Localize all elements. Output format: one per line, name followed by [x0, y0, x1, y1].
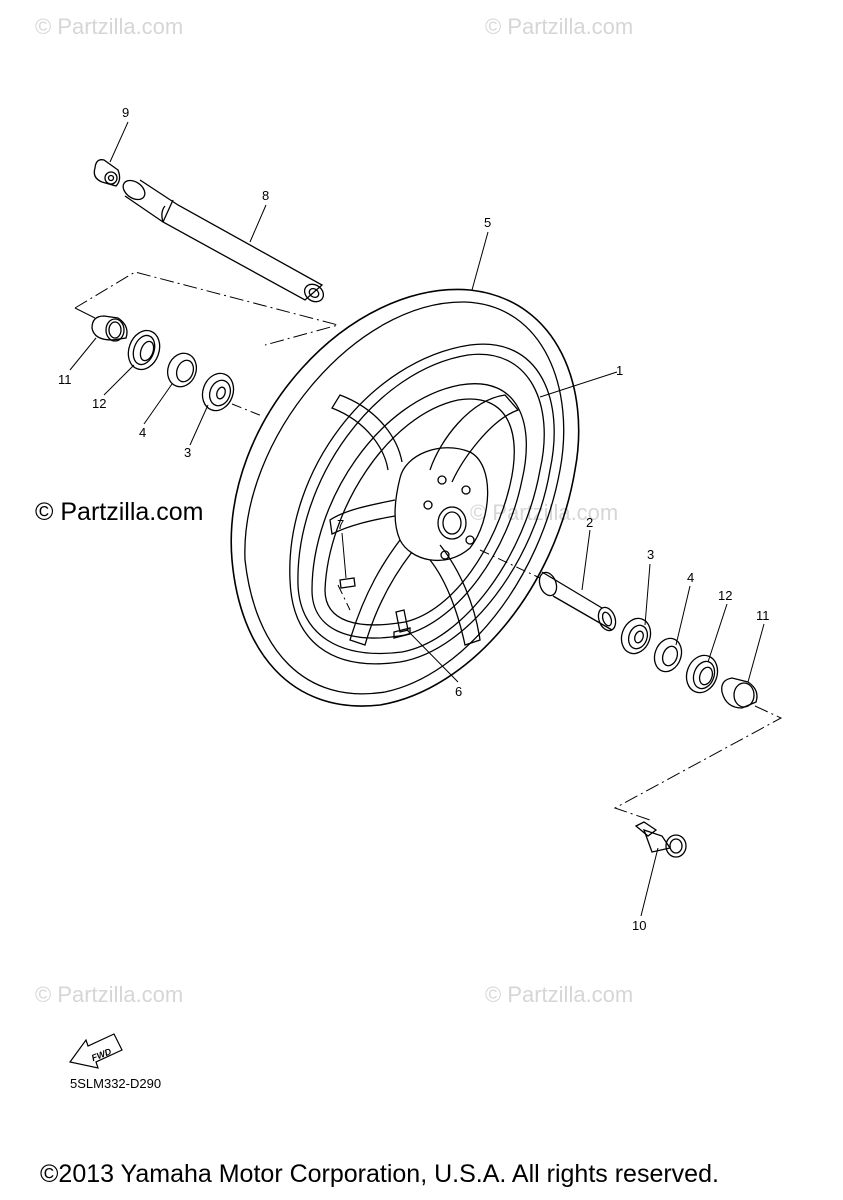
callout-2: 2: [586, 515, 594, 530]
part-5-tire[interactable]: [230, 288, 580, 707]
callout-12-left: 12: [92, 396, 107, 411]
part-4-spacer-right[interactable]: [650, 635, 686, 676]
watermark-top-left: © Partzilla.com: [35, 14, 184, 39]
part-10-bolt[interactable]: [634, 821, 687, 858]
part-9-axle-cap[interactable]: [93, 159, 121, 187]
callout-6: 6: [455, 684, 463, 699]
callout-3-right: 3: [647, 547, 655, 562]
part-7-balance-weight[interactable]: [339, 577, 356, 589]
part-3-bearing-right[interactable]: [617, 614, 656, 657]
part-3-bearing-left[interactable]: [197, 369, 238, 415]
callout-4-right: 4: [687, 570, 695, 585]
part-8-axle-shaft[interactable]: [120, 177, 327, 306]
callout-11-right: 11: [756, 608, 770, 623]
callout-8: 8: [262, 188, 270, 203]
callout-3-left: 3: [184, 445, 192, 460]
callout-1: 1: [616, 363, 624, 378]
watermark-middle-faint: © Partzilla.com: [470, 500, 619, 525]
part-12-oil-seal-left[interactable]: [123, 326, 165, 374]
part-11-collar-left[interactable]: [91, 315, 128, 342]
callout-7: 7: [337, 517, 345, 532]
fwd-arrow-icon: FWD: [68, 1033, 123, 1069]
fwd-label: FWD: [90, 1046, 113, 1063]
watermark-top-right: © Partzilla.com: [485, 14, 634, 39]
watermark-bottom-left: © Partzilla.com: [35, 982, 184, 1007]
part-2-spacer-tube[interactable]: [536, 570, 618, 633]
callout-11-left: 11: [58, 372, 72, 387]
part-1-wheel-rim[interactable]: [311, 383, 527, 646]
callout-10: 10: [632, 918, 647, 933]
copyright-notice: ©2013 Yamaha Motor Corporation, U.S.A. A…: [40, 1160, 719, 1188]
callout-5: 5: [484, 215, 492, 230]
callout-12-right: 12: [718, 588, 733, 603]
watermark-middle: © Partzilla.com: [35, 498, 204, 526]
callout-9: 9: [122, 105, 130, 120]
diagram-code: 5SLM332-D290: [70, 1076, 162, 1091]
callout-leader-lines: [69, 121, 765, 917]
part-4-spacer-left[interactable]: [163, 349, 201, 391]
watermark-bottom-right: © Partzilla.com: [485, 982, 634, 1007]
part-6-valve[interactable]: [393, 609, 411, 639]
part-11-collar-right[interactable]: [721, 677, 758, 709]
callout-4-left: 4: [139, 425, 147, 440]
part-12-oil-seal-right[interactable]: [681, 651, 722, 697]
